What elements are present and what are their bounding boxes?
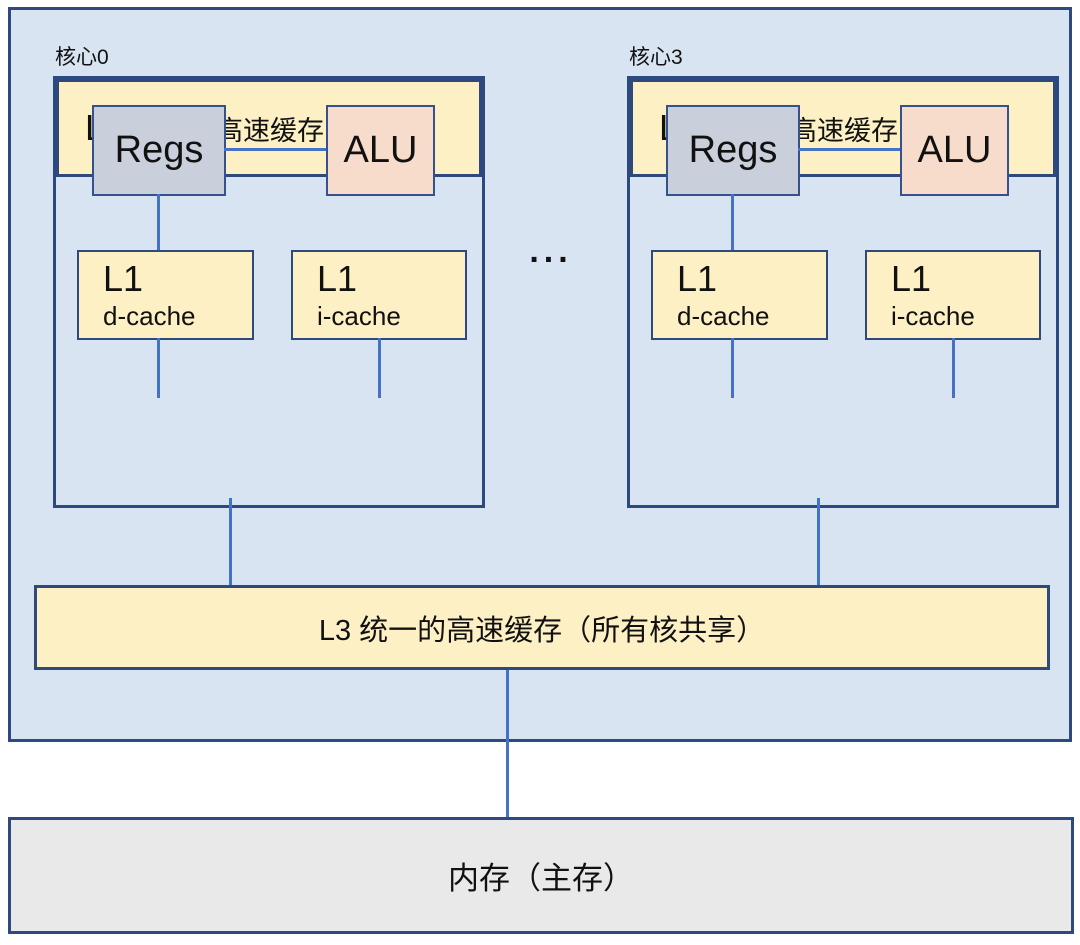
l3-cache-box: L3 统一的高速缓存（所有核共享） xyxy=(34,585,1050,670)
core-0-l1-icache-box: L1 i-cache xyxy=(291,250,467,340)
core-0-box: Regs ALU L1 d-cache L1 i-cache L2 统一的高速缓… xyxy=(53,76,485,508)
core-3-alu-box: ALU xyxy=(900,105,1009,196)
core-0: 核心0 Regs ALU L1 d-cache L1 i-cache L2 xyxy=(53,40,485,508)
core-3-l1d-subtitle: d-cache xyxy=(677,301,770,331)
core-3-l1i-subtitle: i-cache xyxy=(891,301,975,331)
core-3-label: 核心3 xyxy=(629,46,683,69)
more-cores-ellipsis: ... xyxy=(529,232,573,270)
core-0-regs-box: Regs xyxy=(92,105,226,196)
core-3-l1i-l2-connector xyxy=(952,338,955,398)
core-3-l1d-title: L1 xyxy=(677,258,718,299)
core-3: 核心3 Regs ALU L1 d-cache L1 i-cache L2 xyxy=(627,40,1059,508)
core-3-l1d-l2-connector xyxy=(731,338,734,398)
core-3-regs-alu-connector xyxy=(798,148,900,151)
l3-memory-connector xyxy=(506,670,509,817)
core-3-regs-l1d-connector xyxy=(731,194,734,250)
core-0-l1-dcache-box: L1 d-cache xyxy=(77,250,254,340)
core-3-l1-dcache-box: L1 d-cache xyxy=(651,250,828,340)
chip-package-box: 核心0 Regs ALU L1 d-cache L1 i-cache L2 xyxy=(8,7,1072,742)
core-0-l3-connector xyxy=(229,498,232,588)
core-3-l3-connector xyxy=(817,498,820,588)
core-0-l1i-title: L1 xyxy=(317,258,358,299)
core-0-label: 核心0 xyxy=(55,46,109,69)
main-memory-box: 内存（主存） xyxy=(8,817,1074,934)
core-0-alu-box: ALU xyxy=(326,105,435,196)
core-0-l1i-l2-connector xyxy=(378,338,381,398)
core-3-l1i-title: L1 xyxy=(891,258,932,299)
core-0-l1d-l2-connector xyxy=(157,338,160,398)
core-0-l1d-title: L1 xyxy=(103,258,144,299)
core-3-l1-icache-box: L1 i-cache xyxy=(865,250,1041,340)
core-0-l1i-subtitle: i-cache xyxy=(317,301,401,331)
core-0-regs-l1d-connector xyxy=(157,194,160,250)
core-3-regs-box: Regs xyxy=(666,105,800,196)
core-3-box: Regs ALU L1 d-cache L1 i-cache L2 统一的高速缓… xyxy=(627,76,1059,508)
core-0-l1d-subtitle: d-cache xyxy=(103,301,196,331)
core-0-regs-alu-connector xyxy=(224,148,326,151)
